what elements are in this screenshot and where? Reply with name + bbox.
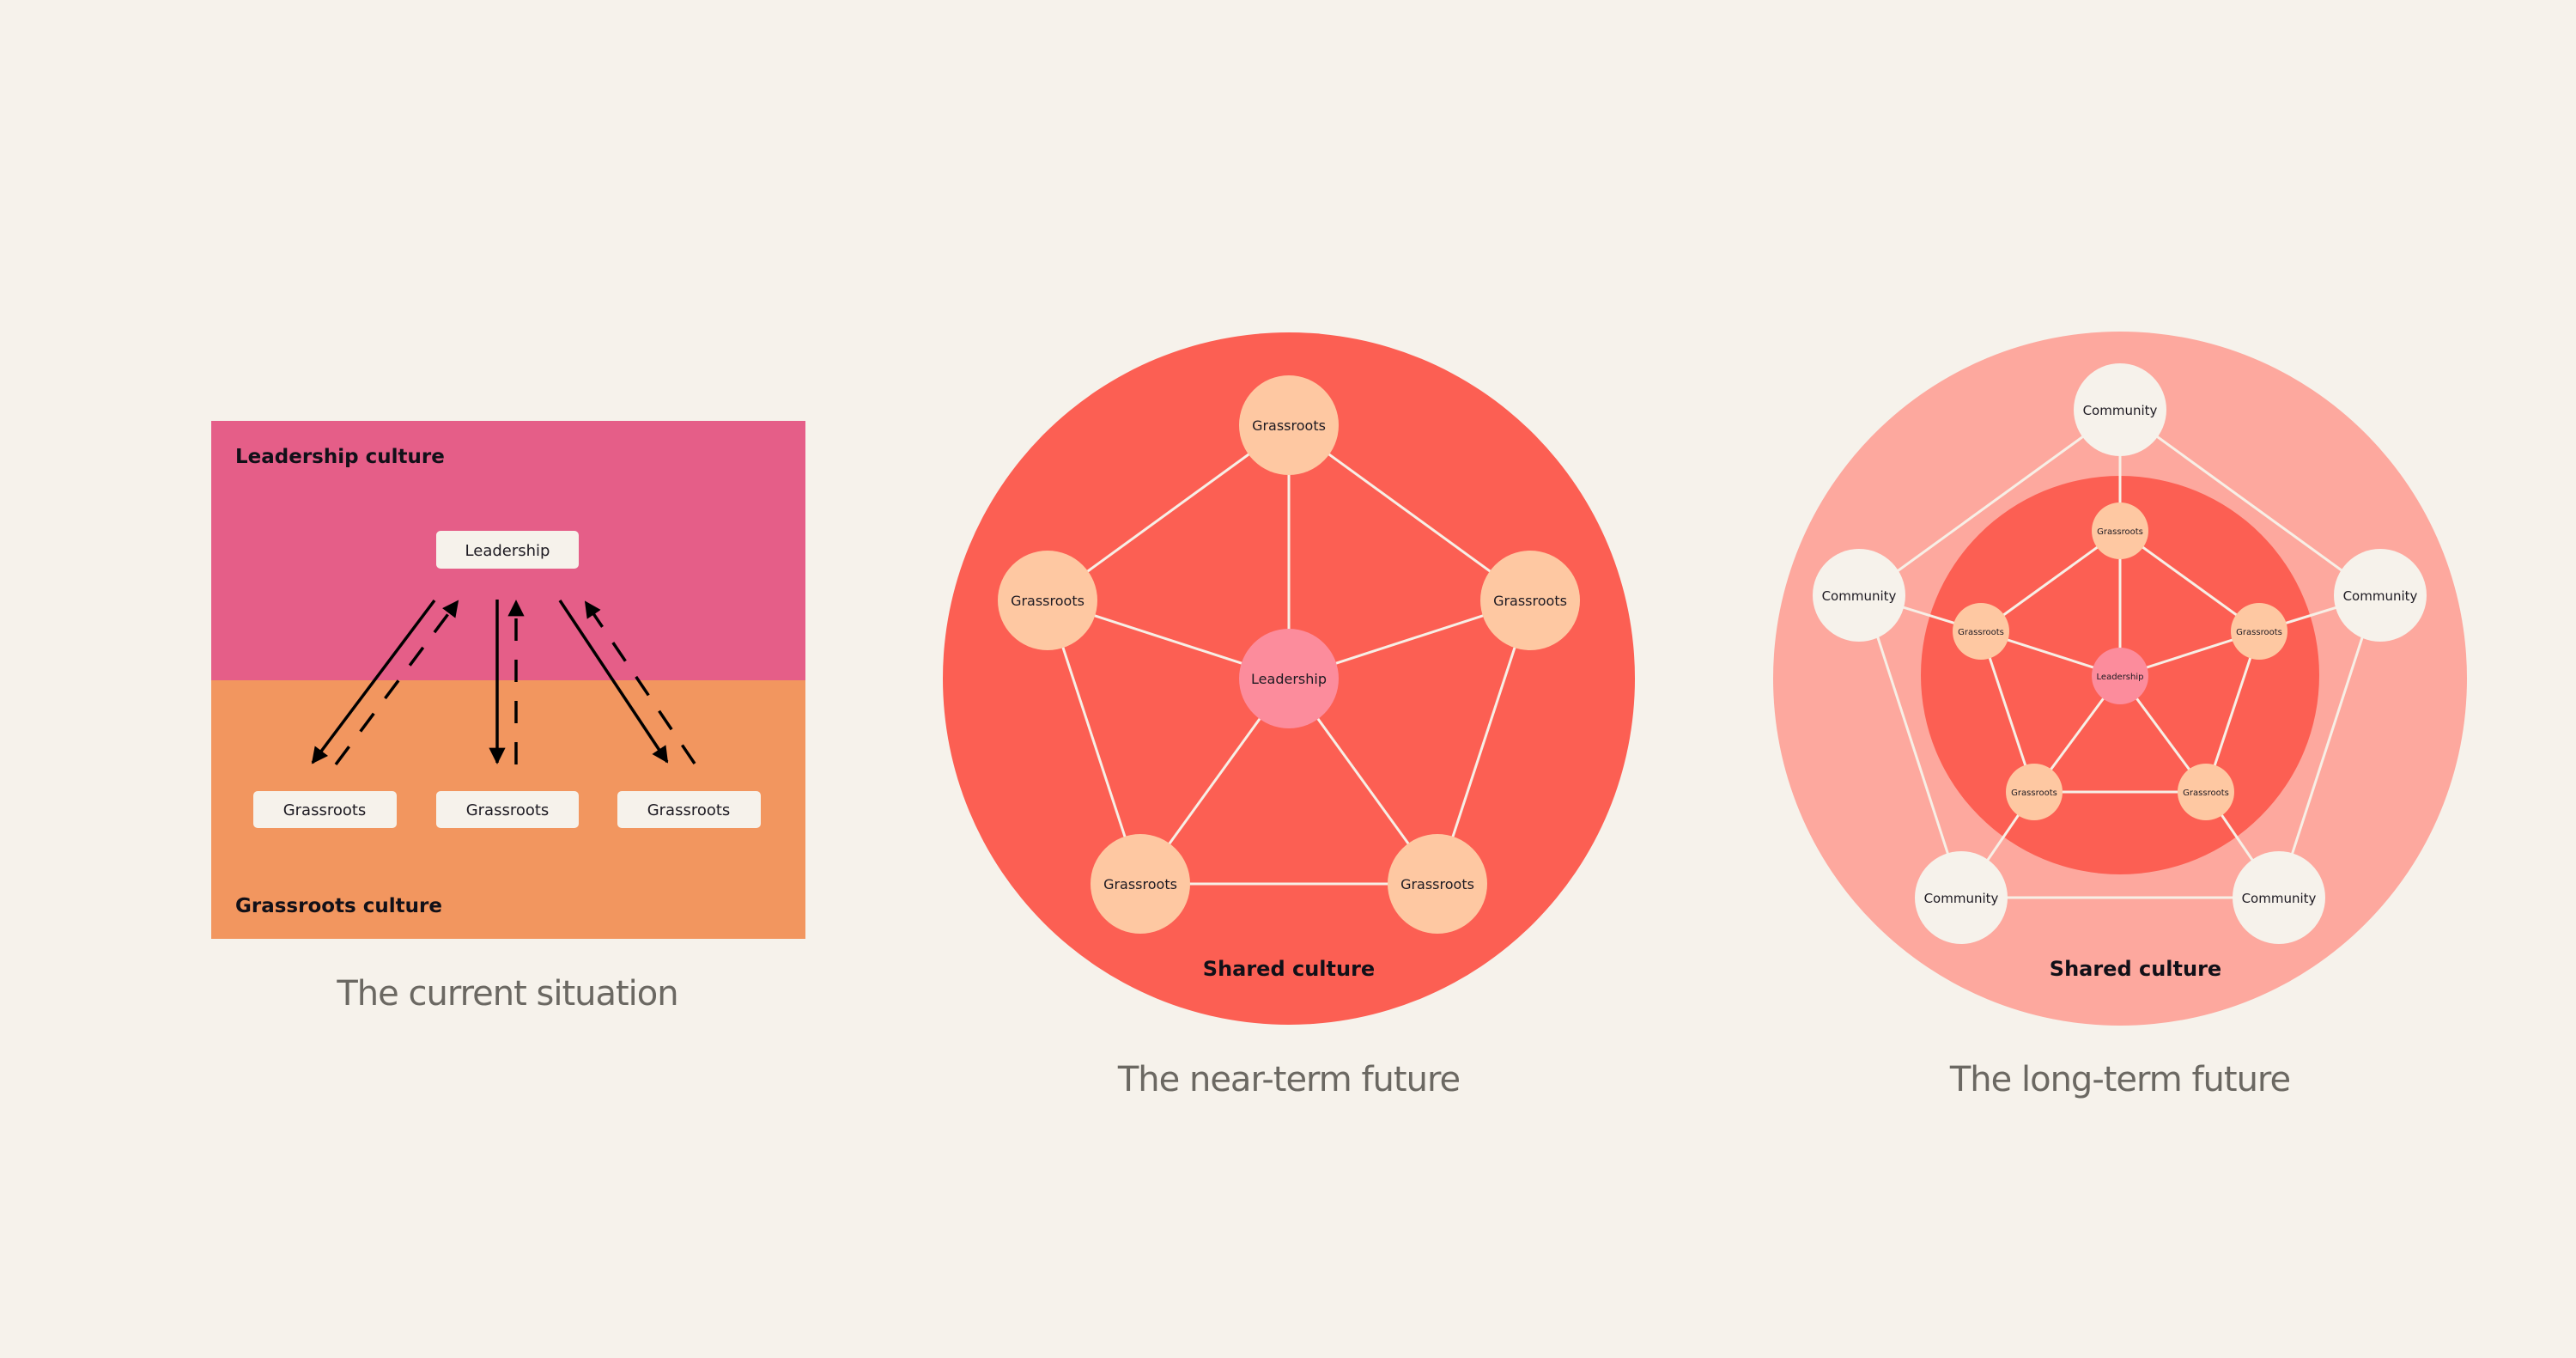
community-node-bottom-right: Community <box>2233 851 2325 944</box>
node-label: Grassroots <box>2011 789 2057 798</box>
arrow-down-solid-right <box>558 600 669 764</box>
community-node-top: Community <box>2074 363 2166 456</box>
grassroots-node-right: Grassroots <box>1480 551 1580 650</box>
grassroots-box-3: Grassroots <box>617 791 761 828</box>
node-label: Grassroots <box>1958 628 2004 637</box>
node-label: Leadership <box>2097 673 2144 682</box>
node-label: Grassroots <box>1011 593 1084 609</box>
grassroots-box-label: Grassroots <box>647 801 731 819</box>
grassroots-node-right: Grassroots <box>2231 603 2287 660</box>
caption-current-situation: The current situation <box>336 974 677 1014</box>
node-label: Community <box>1924 891 1999 906</box>
leadership-node-center: Leadership <box>1239 629 1339 728</box>
node-label: Leadership <box>1251 671 1327 687</box>
grassroots-node-left: Grassroots <box>998 551 1097 650</box>
node-label: Community <box>2242 891 2317 906</box>
community-node-bottom-left: Community <box>1915 851 2008 944</box>
near-term-panel: Grassroots Grassroots Grassroots Grassro… <box>943 332 1635 1099</box>
node-label: Grassroots <box>2097 527 2143 537</box>
arrow-down-solid-left <box>311 599 436 764</box>
node-label: Community <box>2343 588 2418 604</box>
community-node-left: Community <box>1813 549 1905 642</box>
grassroots-box-label: Grassroots <box>283 801 367 819</box>
grassroots-box-1: Grassroots <box>253 791 397 828</box>
grassroots-node-bottom-right: Grassroots <box>2178 764 2234 820</box>
grassroots-culture-label: Grassroots culture <box>235 895 442 917</box>
grassroots-node-bottom-left: Grassroots <box>2006 764 2063 820</box>
grassroots-node-top: Grassroots <box>2092 502 2148 559</box>
arrow-up-dashed-right <box>584 600 696 764</box>
long-term-panel: Community Community Community Community … <box>1773 332 2467 1099</box>
node-label: Community <box>1822 588 1897 604</box>
caption-near-term-future: The near-term future <box>1117 1060 1460 1099</box>
node-label: Grassroots <box>1103 876 1177 892</box>
grassroots-node-bottom-right: Grassroots <box>1388 834 1487 934</box>
arrow-up-dashed-left <box>334 600 459 766</box>
shared-culture-label: Shared culture <box>2050 957 2221 981</box>
community-node-right: Community <box>2334 549 2427 642</box>
node-label: Grassroots <box>1252 417 1326 434</box>
grassroots-node-top: Grassroots <box>1239 375 1339 475</box>
shared-culture-label: Shared culture <box>1203 957 1375 981</box>
leadership-node-center: Leadership <box>2092 648 2148 704</box>
current-situation-panel: Leadership culture Grassroots culture Le… <box>211 421 805 1014</box>
leadership-box: Leadership <box>436 531 579 569</box>
leadership-box-label: Leadership <box>465 542 550 560</box>
grassroots-node-bottom-left: Grassroots <box>1091 834 1190 934</box>
node-label: Community <box>2083 403 2158 418</box>
grassroots-box-2: Grassroots <box>436 791 579 828</box>
caption-long-term-future: The long-term future <box>1949 1060 2290 1099</box>
node-label: Grassroots <box>2236 628 2282 637</box>
leadership-culture-label: Leadership culture <box>235 446 445 468</box>
grassroots-box-label: Grassroots <box>466 801 550 819</box>
node-label: Grassroots <box>2183 789 2229 798</box>
node-label: Grassroots <box>1493 593 1567 609</box>
grassroots-node-left: Grassroots <box>1953 603 2009 660</box>
node-label: Grassroots <box>1400 876 1474 892</box>
